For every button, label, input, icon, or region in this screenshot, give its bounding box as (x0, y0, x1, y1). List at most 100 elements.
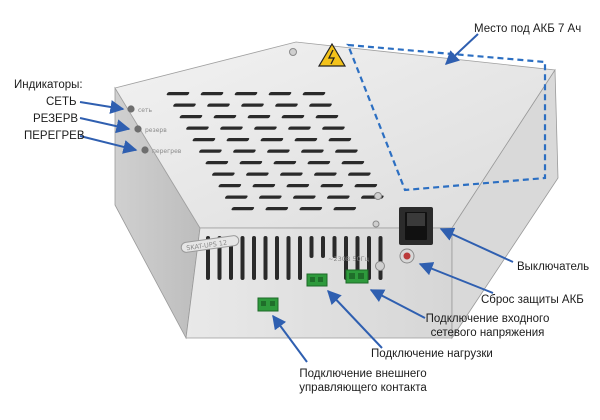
arrow-battery-place (444, 33, 479, 65)
vent-slot (299, 207, 323, 211)
vent-slot (328, 138, 352, 142)
vent-slot (173, 103, 196, 107)
terminal-external-contact[interactable] (257, 297, 279, 312)
vent-slot (298, 236, 302, 280)
battery-place-area (346, 43, 547, 192)
vent-slot (234, 92, 258, 96)
led-mains-text: сеть (138, 107, 152, 114)
vent-slot (260, 138, 284, 142)
vent-slot (225, 195, 248, 199)
label-input-line2: сетевого напряжения (430, 327, 545, 339)
vent-slot (314, 172, 337, 176)
label-input-mains: Подключение входного сетевого напряжения (420, 312, 555, 340)
front-ventilation-slots (206, 236, 383, 280)
vent-slot (281, 115, 305, 119)
vent-slot (246, 172, 269, 176)
vent-slot (268, 92, 292, 96)
fuse-holder (375, 261, 385, 271)
vent-slot (354, 184, 378, 188)
label-reserve: РЕЗЕРВ (33, 113, 79, 125)
vent-slot (267, 149, 290, 153)
led-overheat-text: перегрев (152, 148, 182, 155)
vent-slot (275, 103, 298, 107)
arrow-input (369, 289, 426, 319)
led-overheat (141, 146, 149, 154)
vent-slot (367, 236, 371, 280)
label-input-line1: Подключение входного (425, 313, 550, 325)
vent-slot (341, 161, 365, 165)
vent-slot (252, 236, 256, 280)
label-indicators-title: Индикаторы: (14, 79, 83, 91)
vent-slot (309, 236, 314, 258)
vent-slot (378, 236, 383, 280)
arrow-overheat-led (79, 135, 138, 154)
arrow-ext-contact (272, 314, 308, 363)
vent-slot (247, 115, 271, 119)
label-battery-reset: Сброс защиты АКБ (481, 294, 584, 306)
label-overheat: ПЕРЕГРЕВ (24, 130, 85, 142)
vent-slot (240, 236, 245, 280)
vent-slot (241, 103, 264, 107)
vent-slot (286, 236, 291, 280)
label-battery-place: Место под АКБ 7 Ач (474, 23, 582, 35)
vent-slot (275, 236, 279, 280)
vent-slot (212, 172, 235, 176)
vent-slot (207, 103, 230, 107)
vent-slot (200, 92, 224, 96)
label-ext-line1: Подключение внешнего (299, 368, 427, 380)
vent-slot (332, 236, 337, 258)
vent-slot (213, 115, 237, 119)
vent-slot (254, 126, 277, 130)
vent-slot (199, 149, 222, 153)
vent-slot (229, 236, 233, 280)
terminal-load[interactable] (306, 273, 328, 287)
arrow-mains-led (79, 100, 125, 114)
vent-slot (233, 149, 256, 153)
vent-slot (220, 126, 243, 130)
vent-slot (335, 149, 358, 153)
vent-slot (322, 126, 345, 130)
led-reserve (134, 125, 142, 133)
vent-slot (259, 195, 282, 199)
warning-triangle-icon (317, 42, 347, 67)
vent-slot (265, 207, 289, 211)
vent-slot (252, 184, 276, 188)
terminal-input-mains[interactable] (345, 269, 369, 284)
vent-slot (307, 161, 331, 165)
screw-right (374, 192, 382, 200)
rating-text: ~230В 50Гц (328, 255, 370, 263)
vent-slot (226, 138, 250, 142)
vent-slot (301, 149, 324, 153)
battery-reset-button[interactable] (399, 248, 415, 264)
arrow-reserve-led (79, 117, 131, 134)
power-switch[interactable] (399, 207, 433, 245)
vent-slot (288, 126, 311, 130)
vent-slot (344, 236, 348, 280)
vent-slot (239, 161, 263, 165)
arrow-reset (418, 262, 494, 294)
callout-arrows (79, 33, 514, 363)
label-mains: СЕТЬ (46, 96, 77, 108)
vent-slot (320, 184, 344, 188)
screw-front (372, 220, 380, 228)
model-plate: SKAT-UPS 12 (180, 235, 240, 253)
label-load-connection: Подключение нагрузки (371, 348, 493, 360)
screw-top (289, 48, 297, 56)
label-ext-line2: управляющего контакта (299, 382, 427, 394)
vent-slot (192, 138, 216, 142)
vent-slot (179, 115, 203, 119)
vent-slot (355, 236, 360, 280)
enclosure-right-side (451, 68, 559, 340)
vent-slot (327, 195, 350, 199)
vent-slot (348, 172, 371, 176)
led-reserve-text: резерв (145, 127, 167, 134)
led-mains (127, 105, 135, 113)
vent-slot (286, 184, 310, 188)
vent-slot (231, 207, 255, 211)
arrow-load (327, 289, 383, 349)
vent-slot (333, 207, 357, 211)
vent-slot (321, 236, 325, 258)
vent-slot (218, 184, 242, 188)
vent-slot (280, 172, 303, 176)
